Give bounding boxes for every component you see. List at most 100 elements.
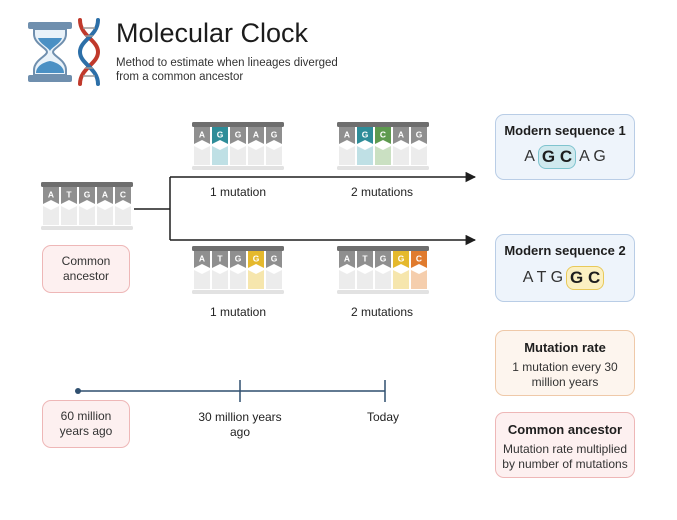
base-letter: A (398, 130, 404, 140)
common-ancestor-text: Mutation rate multiplied by number of mu… (502, 442, 628, 471)
upper-strip-2-caption: 2 mutations (350, 185, 414, 199)
base-letter: A (199, 254, 205, 264)
strip-bottom-bar (192, 290, 284, 294)
lower-strip-1-caption: 1 mutation (209, 305, 267, 319)
complement-tag (43, 206, 59, 225)
strip-bottom-bar (41, 226, 133, 230)
complement-tag (230, 270, 246, 289)
base-letter: A (344, 254, 350, 264)
base-tag (393, 251, 409, 268)
common-ancestor-label: Common ancestor (61, 254, 111, 283)
base-tag (375, 251, 391, 268)
complement-tag (266, 270, 282, 289)
base-letter: G (235, 254, 242, 264)
complement-tag (194, 270, 210, 289)
modern-sequence-1-prefix: A (524, 148, 535, 165)
timeline-middle-label: 30 million years ago (198, 410, 282, 439)
base-letter: A (199, 130, 205, 140)
complement-tag (375, 146, 391, 165)
complement-tag (393, 270, 409, 289)
complement-tag (79, 206, 95, 225)
base-letter: T (66, 190, 72, 200)
modern-sequence-1-bases: A G C A G (496, 145, 634, 169)
strip-bottom-bar (337, 166, 429, 170)
complement-tag (266, 146, 282, 165)
base-tag (212, 251, 228, 268)
strip-bottom-bar (337, 290, 429, 294)
base-tag (411, 127, 427, 144)
base-letter: G (380, 254, 387, 264)
base-tag (339, 127, 355, 144)
modern-sequence-1-highlight: G C (537, 145, 577, 169)
base-letter: A (48, 190, 54, 200)
base-letter: G (362, 130, 369, 140)
complement-tag (393, 146, 409, 165)
mutation-rate-box: Mutation rate 1 mutation every 30 millio… (495, 330, 635, 396)
complement-tag (248, 146, 264, 165)
common-ancestor-label-box: Common ancestor (42, 245, 130, 293)
complement-tag (212, 270, 228, 289)
complement-tag (339, 146, 355, 165)
complement-tag (97, 206, 113, 225)
base-tag (97, 187, 113, 204)
common-ancestor-box: Common ancestor Mutation rate multiplied… (495, 412, 635, 478)
modern-sequence-2-heading: Modern sequence 2 (504, 243, 626, 258)
base-letter: T (217, 254, 223, 264)
modern-sequence-2-prefix: A T G (522, 269, 564, 286)
base-letter: A (344, 130, 350, 140)
complement-tag (248, 270, 264, 289)
timeline-start-marker (75, 388, 81, 394)
mutation-rate-heading: Mutation rate (524, 340, 606, 355)
base-letter: G (271, 254, 278, 264)
base-tag (266, 251, 282, 268)
complement-tag (411, 270, 427, 289)
base-tag (115, 187, 131, 204)
complement-tag (115, 206, 131, 225)
base-letter: G (398, 254, 405, 264)
base-letter: A (102, 190, 108, 200)
strip-top-bar (192, 122, 284, 127)
timeline-start-box: 60 million years ago (42, 400, 130, 448)
page-subtitle: Method to estimate when lineages diverge… (116, 57, 338, 83)
lower-strip-2-caption: 2 mutations (350, 305, 414, 319)
strip-top-bar (41, 182, 133, 187)
complement-tag (230, 146, 246, 165)
base-tag (411, 251, 427, 268)
base-letter: C (380, 130, 386, 140)
complement-tag (212, 146, 228, 165)
strip-bottom-bar (192, 166, 284, 170)
modern-sequence-1-box: Modern sequence 1 A G C A G (495, 114, 635, 180)
strip-top-bar (192, 246, 284, 251)
base-tag (61, 187, 77, 204)
base-letter: G (84, 190, 91, 200)
timeline-start-label: 60 million years ago (59, 409, 113, 438)
base-tag (194, 251, 210, 268)
timeline-end-label: Today (366, 410, 400, 424)
base-tag (375, 127, 391, 144)
base-tag (79, 187, 95, 204)
hourglass-icon (28, 22, 72, 82)
base-tag (393, 127, 409, 144)
page-title: Molecular Clock (116, 18, 309, 48)
base-tag (194, 127, 210, 144)
mutation-rate-text: 1 mutation every 30 million years (512, 360, 618, 389)
base-tag (339, 251, 355, 268)
complement-tag (357, 146, 373, 165)
base-letter: G (253, 254, 260, 264)
modern-sequence-2-bases: A T G G C (496, 266, 634, 290)
complement-tag (357, 270, 373, 289)
complement-tag (194, 146, 210, 165)
base-tag (248, 127, 264, 144)
base-letter: T (362, 254, 368, 264)
modern-sequence-2-box: Modern sequence 2 A T G G C (495, 234, 635, 302)
modern-sequence-1-suffix: A G (579, 148, 606, 165)
strip-top-bar (337, 246, 429, 251)
base-tag (43, 187, 59, 204)
base-letter: G (217, 130, 224, 140)
complement-tag (61, 206, 77, 225)
complement-tag (411, 146, 427, 165)
